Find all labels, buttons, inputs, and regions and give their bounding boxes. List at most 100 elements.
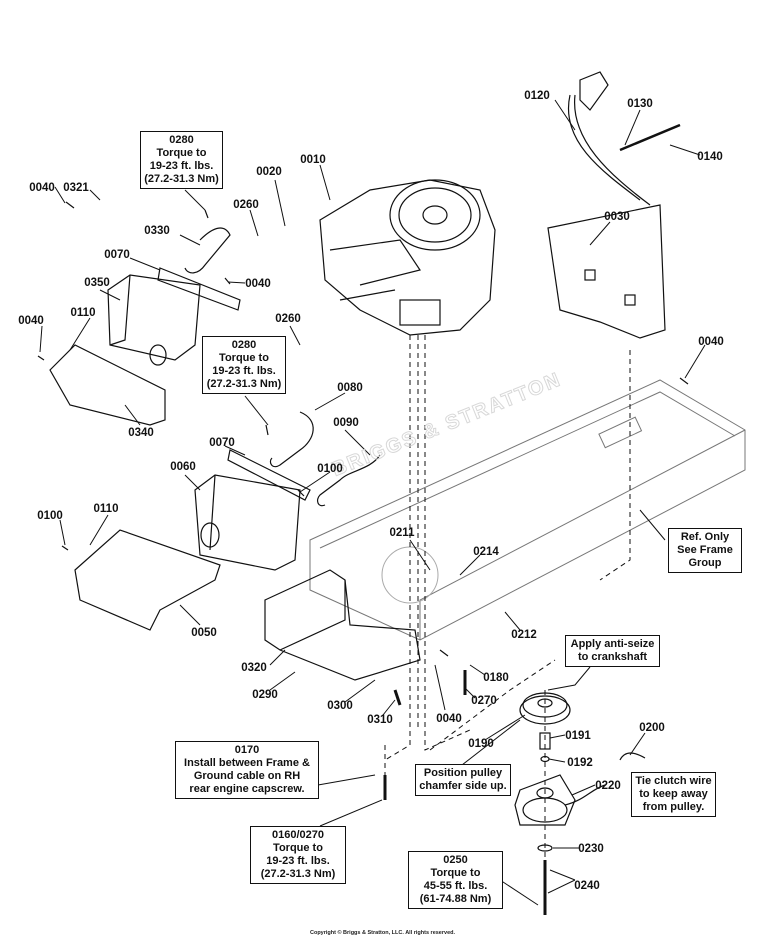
note-line: 19-23 ft. lbs. [212,365,276,377]
part-label-0350: 0350 [84,277,110,289]
note-line: Group [688,557,722,569]
part-label-0270: 0270 [471,695,497,707]
shroud-0030 [547,204,666,339]
part-label-0090: 0090 [333,417,359,429]
note-line: Ref. Only [680,531,730,543]
note-line: (27.2-31.3 Nm) [260,868,336,880]
part-label-0200: 0200 [639,722,665,734]
note-line: rear engine capscrew. [189,783,305,795]
note-line: Position pulley [423,767,503,779]
note-line: Ground cable on RH [193,770,301,782]
part-label-0010: 0010 [300,154,326,166]
part-label-0260: 0260 [275,313,301,325]
part-label-0340: 0340 [128,427,154,439]
muffler-bracket-0070 [157,267,241,311]
part-label-0020: 0020 [256,166,282,178]
part-label-0290: 0290 [252,689,278,701]
part-label-0110: 0110 [94,503,119,515]
frame [309,379,746,641]
part-label-0040: 0040 [245,278,271,290]
part-label-0140: 0140 [697,151,723,163]
note-line: Apply anti-seize [570,638,655,650]
note-line: 0280 [169,134,194,146]
pipe-0330 [184,227,231,274]
note-line: (27.2-31.3 Nm) [144,173,219,185]
part-label-0230: 0230 [578,843,604,855]
muffler-bracket-0070b [227,449,311,501]
assembly-lines [384,335,631,860]
note-line: Install between Frame & [184,757,310,769]
part-label-0211: 0211 [390,527,416,539]
part-labels: 0321 0040 0020 0010 0260 0330 0070 0040 0350 0110… [18,90,724,892]
pipe-0080 [269,411,314,468]
part-label-0030: 0030 [604,211,630,223]
note-line: from pulley. [642,801,705,813]
part-label-0321: 0321 [63,182,89,194]
part-label-0130: 0130 [627,98,653,110]
part-label-0220: 0220 [595,780,621,792]
part-label-0310: 0310 [367,714,393,726]
part-label-0260: 0260 [233,199,259,211]
part-label-0120: 0120 [524,90,550,102]
pipe-0090 [316,454,381,507]
heat-shield-0340 [49,344,166,426]
part-label-0110: 0110 [71,307,96,319]
part-label-0100: 0100 [317,463,343,475]
note-line: 19-23 ft. lbs. [266,855,330,867]
part-label-0080: 0080 [337,382,363,394]
part-label-0300: 0300 [327,700,353,712]
note-line: (27.2-31.3 Nm) [206,378,282,390]
part-label-0100: 0100 [37,510,63,522]
part-label-0060: 0060 [170,461,196,473]
bracket-0320 [264,569,421,681]
throttle-cable-0120 [567,94,651,206]
part-label-0040: 0040 [18,315,44,327]
part-label-0040: 0040 [436,713,462,725]
note-line: 0160/0270 [272,829,324,841]
part-label-0070: 0070 [209,437,235,449]
engine-0010 [319,179,496,336]
copyright: Copyright © Briggs & Stratton, LLC. All … [309,930,456,936]
part-label-0180: 0180 [483,672,509,684]
part-label-0192: 0192 [567,757,593,769]
part-label-0040: 0040 [29,182,55,194]
part-label-0050: 0050 [191,627,217,639]
note-line: Tie clutch wire [635,775,712,787]
note-line: 45-55 ft. lbs. [423,880,488,892]
note-line: to crankshaft [577,651,648,663]
part-label-0214: 0214 [473,546,499,558]
note-line: to keep away [639,788,708,800]
part-label-0240: 0240 [574,880,600,892]
part-label-0040: 0040 [698,336,724,348]
clutch-0220 [514,774,606,826]
note-line: 0280 [231,339,257,351]
note-line: 19-23 ft. lbs. [149,160,214,172]
note-line: 0170 [234,744,260,756]
part-label-0212: 0212 [511,629,537,641]
part-label-0190: 0190 [468,738,494,750]
note-line: chamfer side up. [419,780,507,792]
note-line: Torque to [430,867,481,879]
watermark: BRIGGS & STRATTON [329,369,565,481]
part-label-0070: 0070 [104,249,130,261]
note-line: See Frame [677,544,733,556]
part-label-0330: 0330 [144,225,170,237]
note-line: Torque to [273,842,323,854]
note-line: Torque to [219,352,269,364]
muffler-0060 [194,474,301,571]
part-label-0320: 0320 [241,662,267,674]
note-line: Torque to [156,147,207,159]
part-label-0191: 0191 [565,730,591,742]
heat-shield-0050 [74,529,221,631]
note-line: 0250 [443,854,468,866]
